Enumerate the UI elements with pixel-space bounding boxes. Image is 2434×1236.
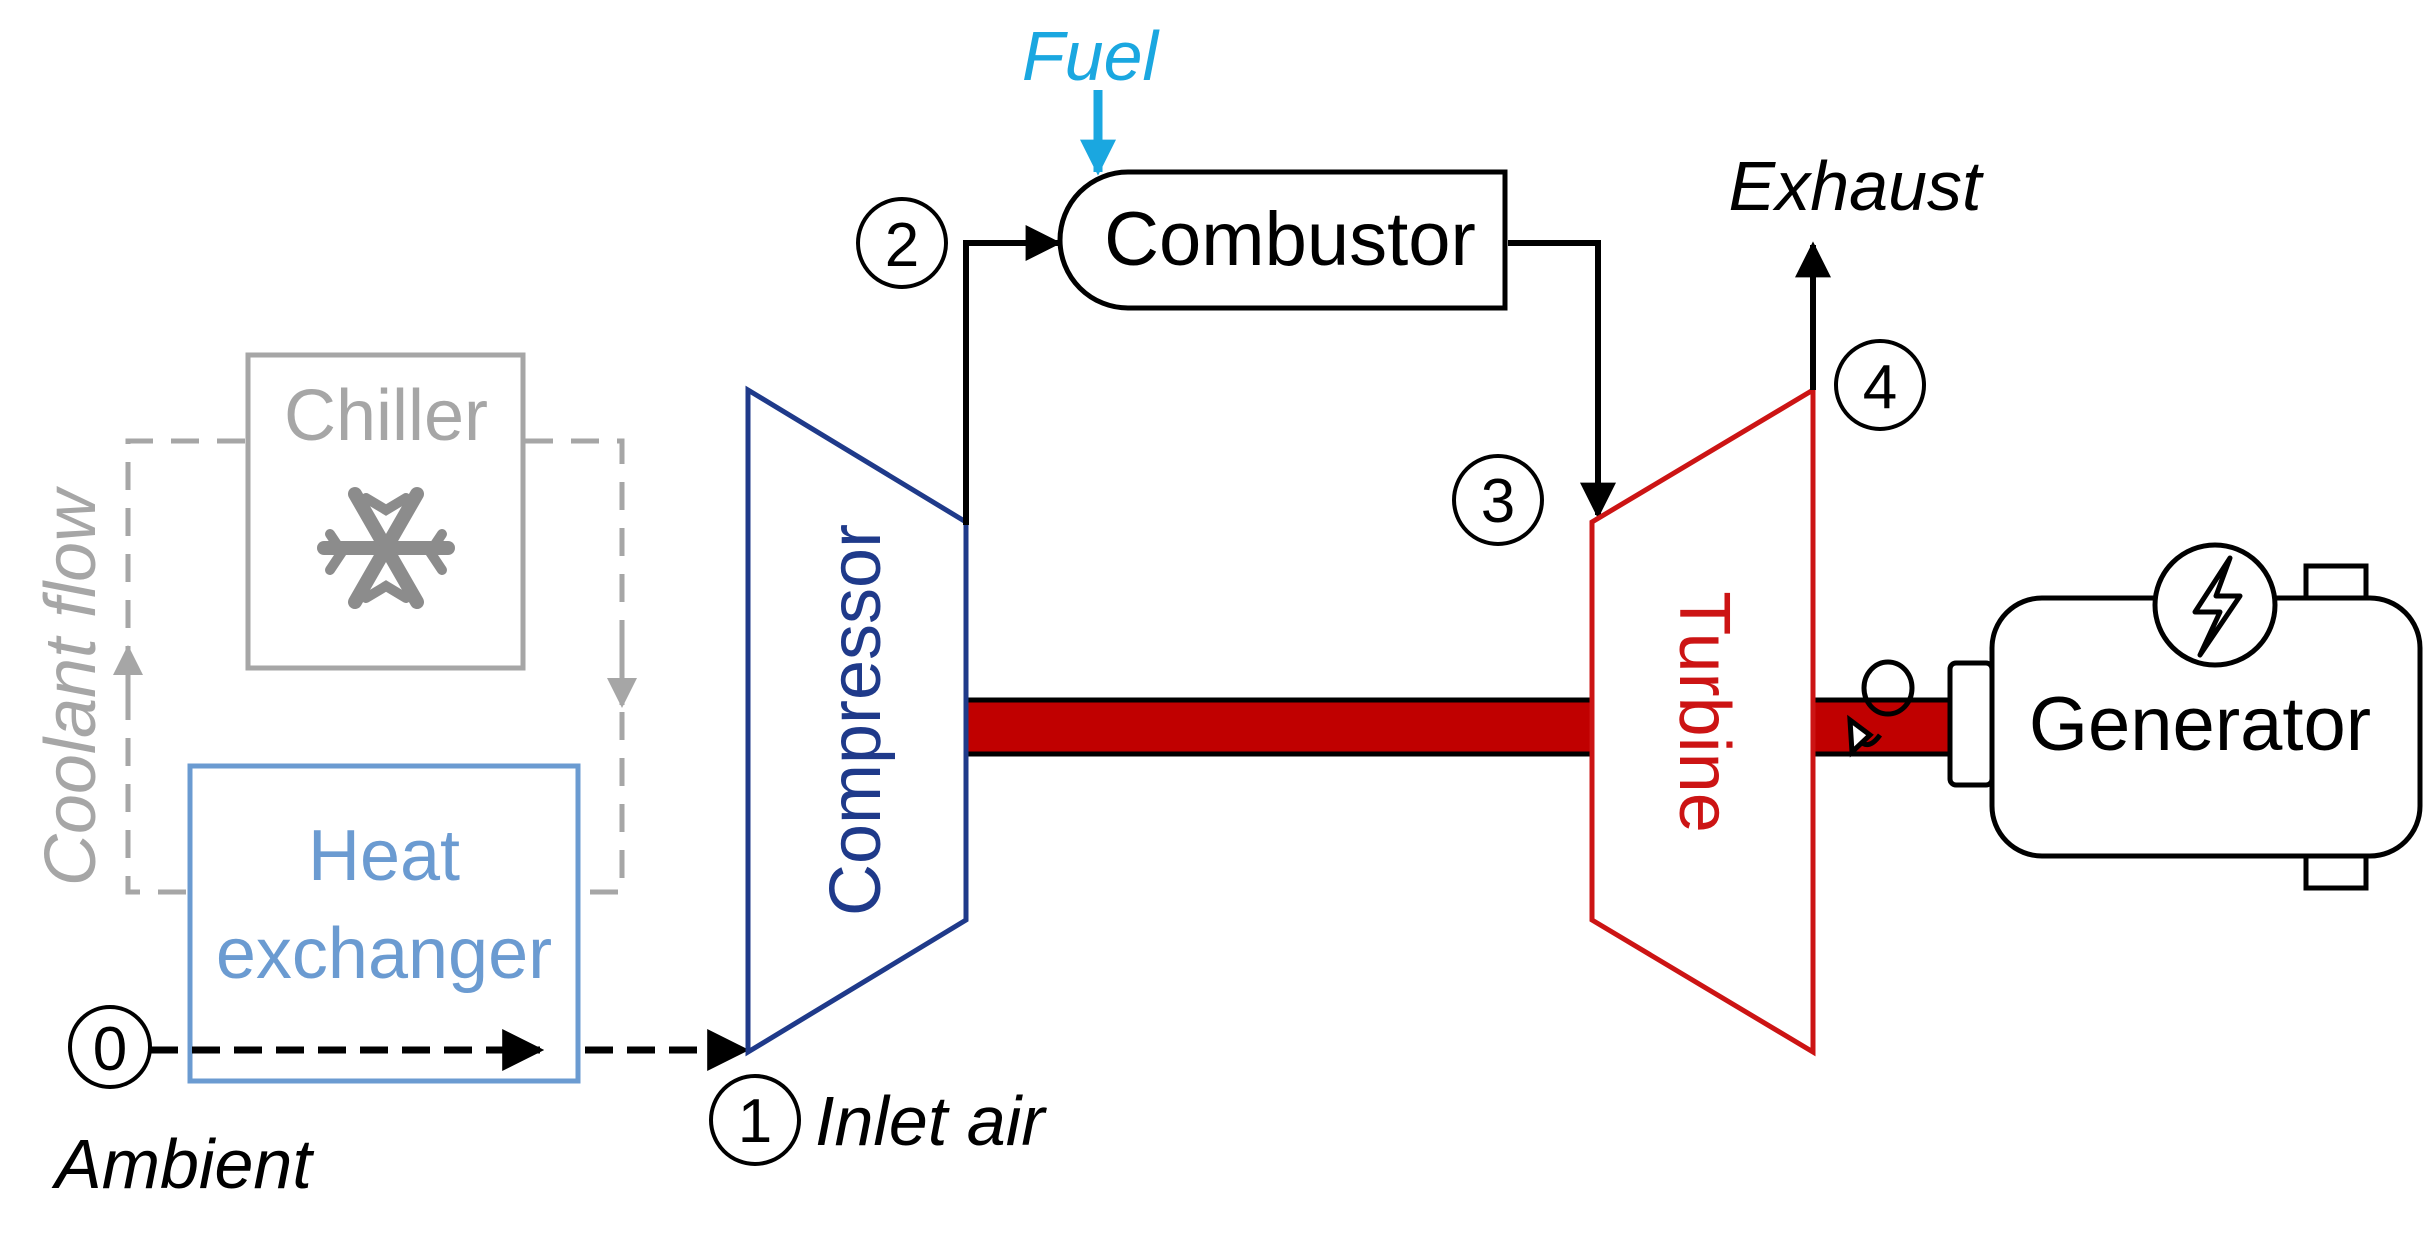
inlet-air-label: Inlet air	[815, 1082, 1047, 1160]
state-1-circle	[709, 1074, 801, 1166]
compressor-to-combustor-line	[963, 225, 1062, 525]
turbine	[1589, 385, 1816, 1057]
coolant-flow-label: Coolant flow	[31, 486, 111, 886]
heat-exchanger-label-line2: exchanger	[216, 914, 552, 994]
state-1-label: 1	[738, 1087, 772, 1156]
rotation-arrow-icon	[1847, 659, 1915, 758]
exhaust-label: Exhaust	[1729, 147, 1984, 225]
state-0-label: 0	[93, 1015, 127, 1084]
state-3-label: 3	[1481, 467, 1515, 536]
generator-top-tab	[2303, 563, 2369, 601]
compressor	[745, 385, 969, 1057]
heat-exchanger-box	[187, 763, 581, 1084]
generator-label: Generator	[2029, 682, 2371, 767]
state-2-label: 2	[885, 211, 919, 280]
generator-coupling	[1947, 660, 1995, 788]
lightning-bolt-icon	[2152, 542, 2278, 668]
heat-exchanger-label-line1: Heat	[308, 816, 460, 896]
state-0-circle	[68, 1005, 152, 1089]
combustor-label: Combustor	[1104, 197, 1476, 282]
state-3-circle	[1452, 454, 1544, 546]
state-4-circle	[1834, 339, 1926, 431]
compressor-label: Compressor	[816, 524, 896, 916]
combustor	[1057, 169, 1508, 311]
combustor-to-turbine-line	[1508, 240, 1616, 519]
generator-bottom-tab	[2303, 853, 2369, 891]
ambient-label: Ambient	[51, 1125, 314, 1203]
state-4-label: 4	[1863, 353, 1897, 422]
state-2-circle	[856, 197, 948, 289]
fuel-label: Fuel	[1022, 17, 1161, 95]
turbine-label: Turbine	[1664, 591, 1744, 832]
chiller-label: Chiller	[284, 376, 488, 456]
snowflake-icon	[317, 487, 455, 609]
